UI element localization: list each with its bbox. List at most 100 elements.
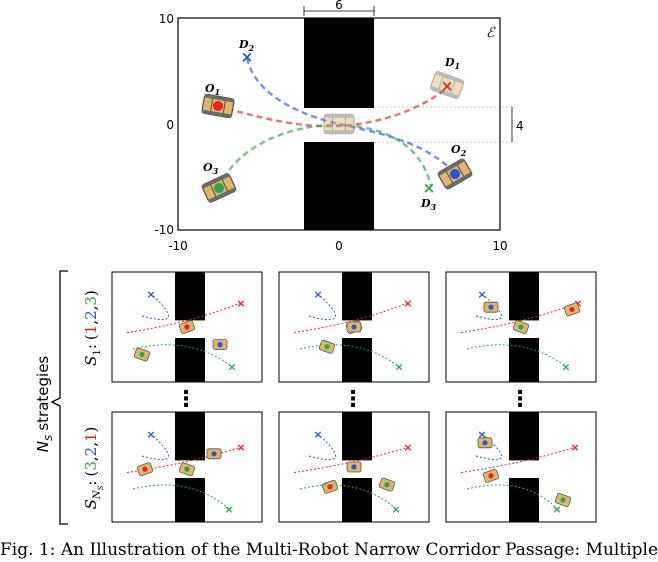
thumb-1-1-dest-blue-marker: × — [146, 288, 155, 301]
thumb-2-3-robot-red-marker — [488, 473, 494, 479]
thumb-1-3-robot-green-marker — [518, 324, 524, 330]
thumb-1-1-dest-green-marker: × — [227, 361, 236, 374]
thumb-1-3-robot-blue-marker — [488, 304, 494, 310]
thumb-1-3-robot-red-marker — [569, 306, 575, 312]
main-environment-panel: ℰ 6 4 -10 0 10 10 0 -10 — [154, 0, 523, 253]
thumb-2-3-path-red — [460, 446, 576, 473]
thumb-2-2-robot-blue — [346, 461, 362, 473]
x-tick-10: 10 — [492, 239, 507, 253]
destination-3-label: D3 — [420, 197, 437, 212]
thumb-2-1-dest-red-marker: × — [236, 441, 245, 454]
thumb-2-2-dest-red-marker: × — [403, 441, 412, 454]
x-tick-0: 0 — [335, 239, 343, 253]
y-tick-neg10: -10 — [154, 223, 174, 237]
strategy-ns-label: SNS:(3,2,1) — [82, 427, 105, 510]
robot-o1 — [200, 93, 236, 119]
robot-o2-marker — [450, 169, 460, 179]
thumb-1-2-robot-green — [318, 339, 336, 354]
strategies-group: NSstrategies S1:(1,2,3) SNS:(3,2,1) ⋮ ⋮ … — [34, 270, 531, 525]
thumb-2-1-wall-lower — [175, 478, 205, 522]
thumb-1-2-path-red — [293, 302, 409, 333]
thumb-1-2-dest-green-marker: × — [394, 361, 403, 374]
thumb-1-2-dest-blue-marker: × — [313, 288, 322, 301]
thumb-2-3-robot-green — [554, 493, 572, 507]
figure-canvas: ℰ 6 4 -10 0 10 10 0 -10 — [34, 0, 597, 525]
robot-o3-label: O3 — [203, 161, 219, 176]
thumb-1-2-path-green — [299, 344, 400, 368]
y-tick-0: 0 — [166, 118, 174, 132]
thumb-1-1-dest-red-marker: × — [236, 297, 245, 310]
thumb-2-2-dest-blue-marker: × — [313, 428, 322, 441]
thumb-2-3-dest-blue-marker: × — [477, 428, 486, 441]
robot-o1-label: O1 — [205, 82, 220, 97]
thumb-1-2-robot-blue — [346, 321, 362, 333]
thumb-2-3-robot-blue — [477, 437, 493, 449]
strategy-thumbnails: ×××××××××××××××××× — [111, 271, 597, 523]
wall-upper — [304, 18, 374, 108]
robot-o2 — [436, 157, 474, 191]
thumb-2-2-path-blue — [308, 433, 336, 460]
thumb-1-1-robot-green-marker — [139, 351, 145, 358]
thumb-2-3-dest-green-marker: × — [552, 503, 561, 516]
thumb-2-1-path-blue — [141, 433, 169, 460]
thumb-1-1-robot-red-marker — [184, 324, 190, 330]
robot-o2-label: O2 — [451, 143, 467, 158]
thumb-2-1-robot-green — [178, 462, 196, 477]
thumb-2-2-path-red — [293, 446, 409, 473]
x-tick-neg10: -10 — [168, 239, 188, 253]
y-tick-10: 10 — [159, 12, 174, 26]
thumb-2-2-path-green — [299, 484, 397, 510]
destination-3-marker: × — [423, 179, 436, 197]
thumb-2-1-robot-blue-marker — [211, 451, 217, 457]
thumb-2-3-robot-blue-marker — [482, 440, 488, 446]
strategy-1-label: S1:(1,2,3) — [82, 290, 103, 366]
thumb-2-1-path-green — [132, 484, 230, 510]
thumb-2-1-robot-green-marker — [184, 466, 190, 472]
thumb-2-1-dest-green-marker: × — [224, 503, 233, 516]
thumb-1-2-robot-blue-marker — [351, 324, 357, 330]
thumb-2-3-wall-upper — [509, 412, 539, 461]
wall-lower — [304, 142, 374, 230]
destination-2-label: D2 — [238, 38, 255, 53]
thumb-1-3-dest-red-marker: × — [573, 297, 582, 310]
thumb-2-2-robot-blue-marker — [351, 464, 357, 470]
thumb-1-1-path-green — [132, 344, 233, 368]
thumb-1-3-wall-upper — [509, 272, 539, 321]
thumb-2-3-robot-red — [482, 468, 500, 483]
thumb-2-1-robot-red — [136, 462, 154, 477]
thumb-1-2-dest-red-marker: × — [403, 297, 412, 310]
robot-o1-marker — [213, 101, 223, 111]
environment-label: ℰ — [486, 25, 496, 41]
ellipsis-col-2: ⋮ — [342, 387, 364, 412]
corridor-width-label: 4 — [516, 119, 524, 133]
thumb-2-3-wall-lower — [509, 478, 539, 522]
thumb-2-3-robot-green-marker — [560, 497, 566, 503]
thumb-2-2-wall-upper — [342, 412, 372, 461]
thumb-1-3-robot-red — [563, 302, 581, 317]
strategies-group-label: NSstrategies — [34, 356, 55, 453]
thumb-1-3-path-red — [460, 302, 579, 333]
thumb-2-1-wall-upper — [175, 412, 205, 461]
thumb-1-1-wall-lower — [175, 338, 205, 382]
thumb-1-2-robot-green-marker — [324, 344, 330, 350]
strategies-brace — [50, 270, 68, 525]
ellipsis-col-3: ⋮ — [509, 387, 531, 412]
thumb-1-1-robot-blue — [212, 339, 228, 351]
thumb-1-2-wall-upper — [342, 272, 372, 321]
thumb-1-3-dest-blue-marker: × — [477, 288, 486, 301]
thumb-2-1-robot-red-marker — [142, 466, 148, 472]
thumb-1-1-robot-green — [133, 347, 151, 362]
destination-2-marker: × — [241, 48, 254, 66]
thumb-1-1-path-red — [126, 302, 242, 333]
robot-ghost-corridor — [323, 113, 355, 135]
thumb-2-2-wall-lower — [342, 478, 372, 522]
thumb-1-3-robot-green — [512, 320, 530, 334]
thumb-1-3-path-blue — [475, 293, 503, 320]
thumb-1-3-dest-green-marker: × — [561, 361, 570, 374]
ellipsis-col-1: ⋮ — [175, 387, 197, 412]
thumb-1-2-wall-lower — [342, 338, 372, 382]
thumb-2-3-dest-red-marker: × — [570, 441, 579, 454]
destination-1-label: D1 — [444, 56, 460, 71]
thumb-2-2-robot-green-marker — [384, 482, 390, 488]
thumb-1-3-wall-lower — [509, 338, 539, 382]
